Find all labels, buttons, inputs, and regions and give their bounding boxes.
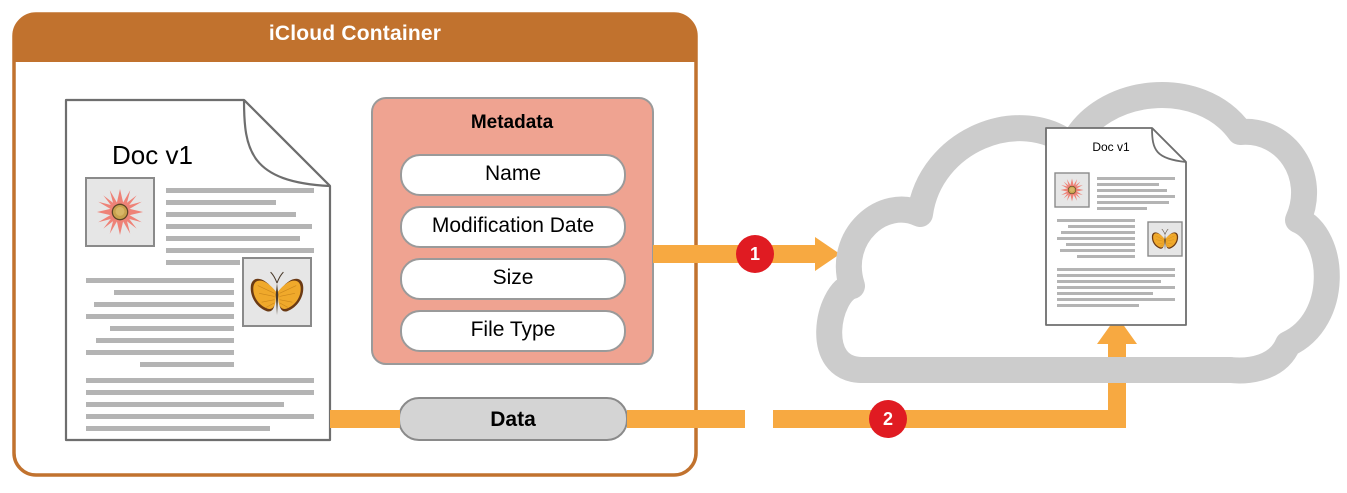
data-pill-label: Data [490,408,536,431]
metadata-row-name: Name [484,162,542,185]
metadata-row-box-0 [400,154,626,196]
document-text-lines-local [86,188,314,431]
metadata-row-box-2 [400,258,626,300]
metadata-row-box-1 [400,206,626,248]
metadata-row-modification-date: Modification Date [431,214,595,237]
step-marker-1 [736,235,774,273]
document-text-lines-cloud [1057,177,1175,307]
metadata-title: Metadata [470,112,554,133]
metadata-row-size: Size [492,266,534,289]
butterfly-image-cloud [1147,221,1183,257]
cloud-document-title: Doc v1 [1092,140,1130,154]
butterfly-image-local [242,257,312,327]
step-marker-2-label: 2 [882,409,893,429]
icloud-cloud [816,82,1340,384]
page-title: iCloud Container [268,22,442,45]
local-document-title: Doc v1 [112,140,193,170]
step-marker-1-label: 1 [749,244,760,264]
metadata-row-file-type: File Type [470,318,556,341]
step-marker-2 [869,400,907,438]
metadata-box [371,97,654,365]
flower-image-local [85,177,155,247]
metadata-row-box-3 [400,310,626,352]
flower-image-cloud [1054,172,1090,208]
